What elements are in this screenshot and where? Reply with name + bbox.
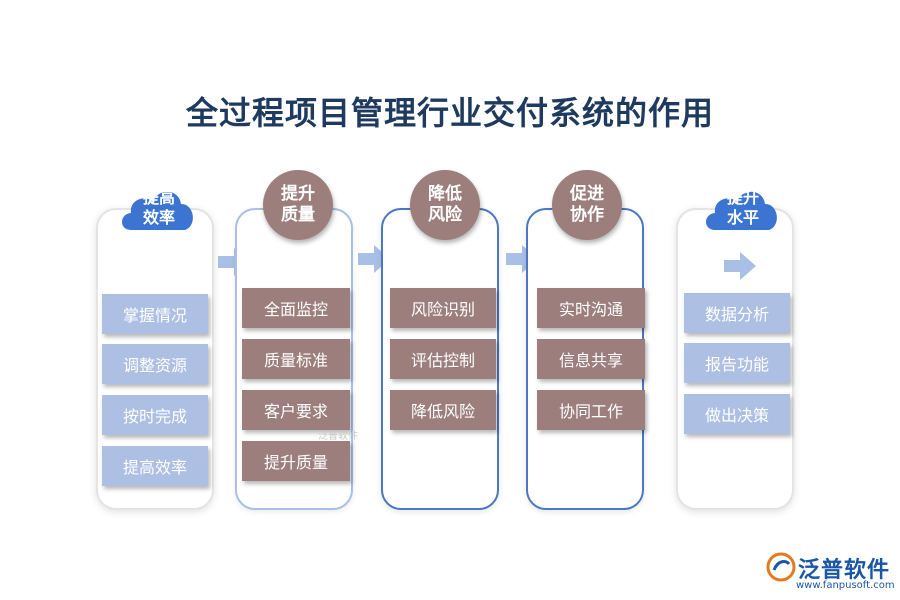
circle-badge-risk: 降低 风险 bbox=[410, 170, 480, 240]
page-title: 全过程项目管理行业交付系统的作用 bbox=[185, 94, 714, 132]
list-item: 报告功能 bbox=[684, 343, 790, 383]
watermark: 泛普软件 bbox=[318, 431, 358, 442]
list-item: 按时完成 bbox=[102, 395, 208, 435]
list-item: 全面监控 bbox=[242, 288, 350, 328]
column-header: 降低 风险 bbox=[428, 184, 462, 225]
list-item: 评估控制 bbox=[390, 339, 496, 379]
column-header-line1: 提升 bbox=[726, 188, 759, 207]
logo-icon bbox=[766, 552, 796, 582]
list-item: 质量标准 bbox=[242, 339, 350, 379]
list-item: 掌握情况 bbox=[102, 294, 208, 334]
list-item: 做出决策 bbox=[684, 394, 790, 434]
list-item: 数据分析 bbox=[684, 293, 790, 333]
list-item: 协同工作 bbox=[537, 390, 645, 430]
cloud-badge-level: 提升 水平 bbox=[701, 178, 785, 238]
column-header-line2: 效率 bbox=[142, 208, 175, 227]
list-item: 实时沟通 bbox=[537, 288, 645, 328]
column-header: 提升 质量 bbox=[281, 184, 315, 225]
list-item: 提升质量 bbox=[242, 441, 350, 481]
brand-logo: 泛普软件 www.fanpusoft.com bbox=[766, 550, 896, 596]
column-header: 促进 协作 bbox=[570, 184, 604, 225]
cloud-icon bbox=[706, 191, 777, 230]
circle-badge-quality: 提升 质量 bbox=[263, 170, 333, 240]
list-item: 风险识别 bbox=[390, 288, 496, 328]
circle-badge-collaboration: 促进 协作 bbox=[552, 170, 622, 240]
column-header-line1: 提高 bbox=[142, 188, 175, 207]
list-item: 降低风险 bbox=[390, 390, 496, 430]
list-item: 提高效率 bbox=[102, 446, 208, 486]
list-item: 信息共享 bbox=[537, 339, 645, 379]
cloud-badge-efficiency: 提高 效率 bbox=[117, 178, 201, 238]
cloud-icon bbox=[122, 191, 193, 230]
list-item: 客户要求 bbox=[242, 390, 350, 430]
logo-name: 泛普软件 bbox=[798, 558, 891, 583]
logo-url: www.fanpusoft.com bbox=[796, 580, 895, 591]
arrow-right-icon bbox=[724, 252, 756, 280]
column-header-line2: 水平 bbox=[726, 208, 759, 227]
list-item: 调整资源 bbox=[102, 344, 208, 384]
